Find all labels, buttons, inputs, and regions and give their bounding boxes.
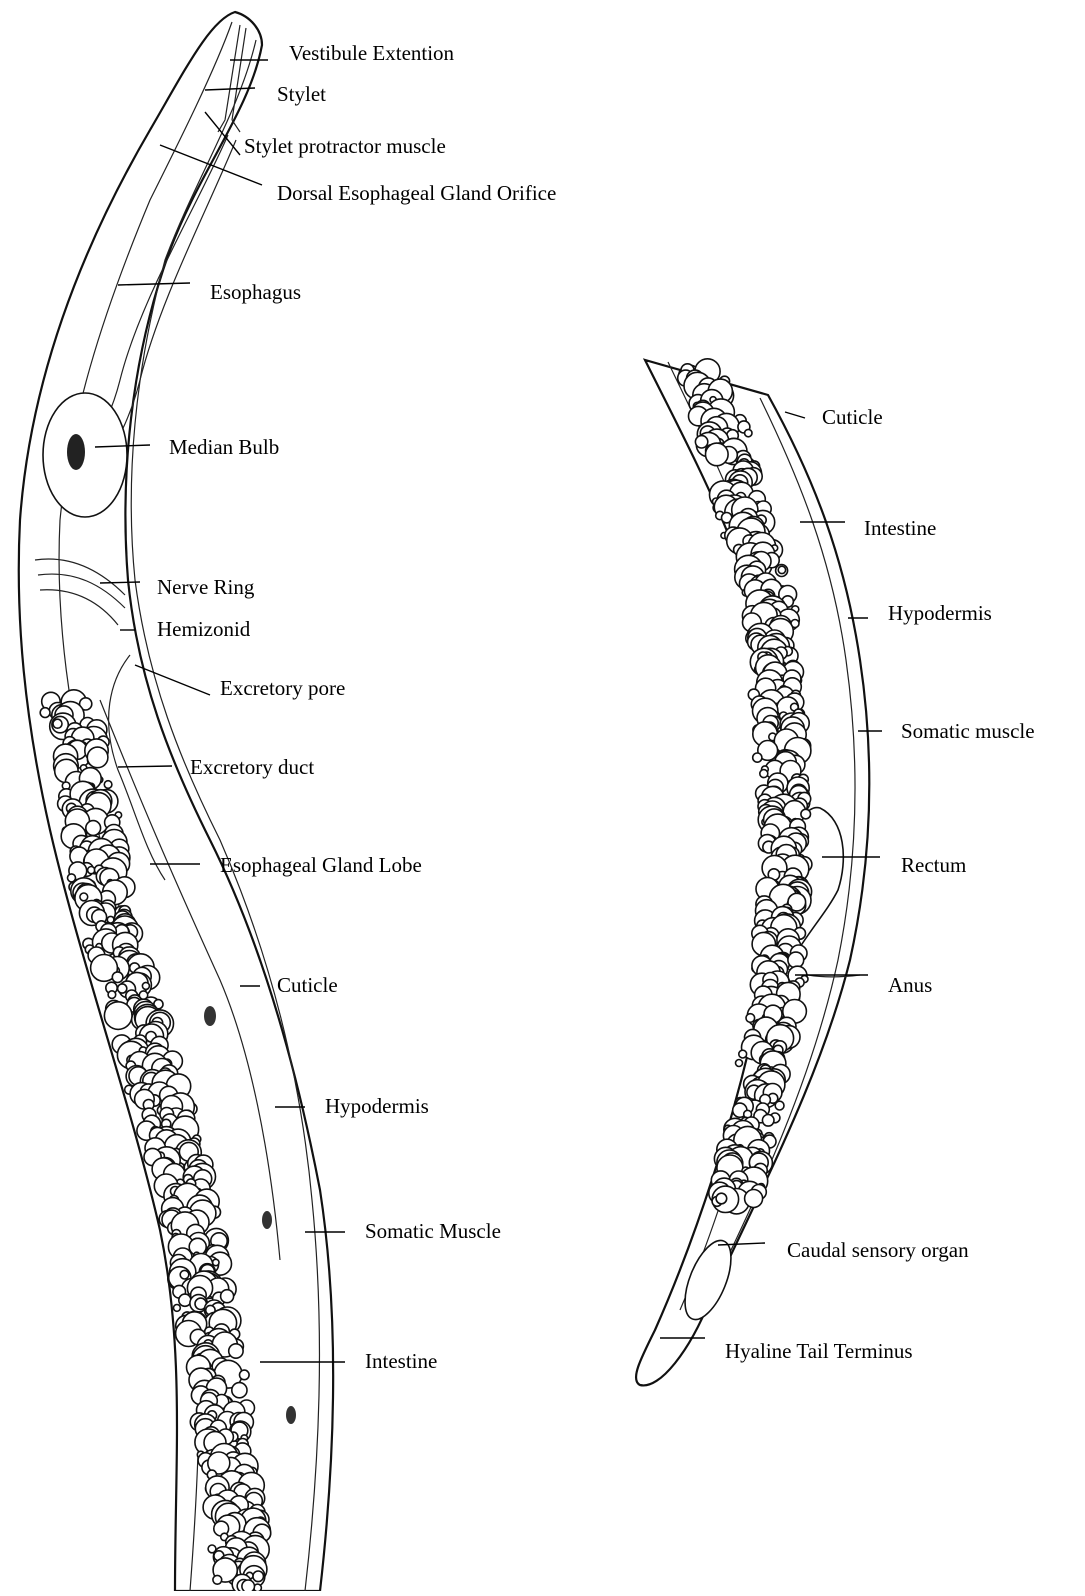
median-bulb-valve — [67, 434, 85, 470]
label-cuticle-anterior: Cuticle — [277, 973, 338, 997]
intestine-granule — [86, 821, 101, 836]
label-excretory-pore: Excretory pore — [220, 676, 345, 700]
intestine-granule — [788, 952, 804, 968]
intestine-granule — [68, 874, 76, 882]
intestine-granule — [745, 429, 752, 436]
intestine-granule — [240, 1370, 250, 1380]
intestine-granule — [775, 1101, 784, 1110]
nerve-ring-shape — [35, 559, 125, 625]
intestine-granule — [213, 1575, 222, 1584]
intestine-granule — [80, 893, 88, 901]
caudal-sensory-organ-shape — [676, 1234, 741, 1325]
label-anus: Anus — [888, 973, 932, 997]
label-cuticle-posterior: Cuticle — [822, 405, 883, 429]
intestine-granule — [745, 1190, 763, 1208]
label-median-bulb: Median Bulb — [169, 435, 279, 459]
intestine-granule — [801, 809, 811, 819]
label-stylet-protractor-muscle: Stylet protractor muscle — [244, 134, 446, 158]
median-bulb-shape — [43, 393, 127, 517]
intestine-granule — [760, 770, 768, 778]
label-esophagus: Esophagus — [210, 280, 301, 304]
intestine-granule — [180, 1270, 189, 1279]
anterior-intestine-cells — [40, 690, 270, 1591]
label-hypodermis-anterior: Hypodermis — [325, 1094, 429, 1118]
label-somatic-muscle-anterior: Somatic Muscle — [365, 1219, 501, 1243]
intestine-granule — [229, 1344, 243, 1358]
intestine-granule — [104, 1002, 132, 1030]
leader-esophagus — [118, 283, 190, 285]
intestine-granule — [716, 1193, 727, 1204]
label-rectum: Rectum — [901, 853, 966, 877]
intestine-granule — [112, 972, 123, 983]
anterior-inner-wall-2 — [131, 40, 319, 1591]
label-nerve-ring: Nerve Ring — [157, 575, 255, 599]
intestine-granule — [40, 708, 50, 718]
intestine-granule — [118, 984, 127, 993]
intestine-granule — [242, 1580, 255, 1591]
label-intestine-posterior: Intestine — [864, 516, 936, 540]
label-dorsal-esophageal-gland-orifice: Dorsal Esophageal Gland Orifice — [277, 181, 556, 205]
anterior-body — [19, 12, 333, 1591]
intestine-granule — [739, 1050, 747, 1058]
intestine-granule — [104, 781, 112, 789]
label-hyaline-tail-terminus: Hyaline Tail Terminus — [725, 1339, 913, 1363]
posterior-labels: Cuticle Intestine Hypodermis Somatic mus… — [660, 405, 1035, 1363]
intestine-granule — [778, 566, 785, 573]
intestine-granule — [695, 436, 707, 448]
intestine-granule — [174, 1305, 181, 1312]
intestine-granule — [232, 1383, 247, 1398]
intestine-granule — [746, 1014, 755, 1023]
label-hypodermis-posterior: Hypodermis — [888, 601, 992, 625]
label-caudal-sensory-organ: Caudal sensory organ — [787, 1238, 969, 1262]
label-hemizonid: Hemizonid — [157, 617, 251, 641]
label-intestine-anterior: Intestine — [365, 1349, 437, 1373]
label-excretory-duct: Excretory duct — [190, 755, 314, 779]
intestine-granule — [179, 1294, 191, 1306]
intestine-granule — [762, 1115, 774, 1127]
leader-excretory-duct — [118, 766, 172, 767]
leader-nerve-ring — [100, 582, 140, 583]
intestine-granule — [753, 753, 762, 762]
intestine-granule — [142, 982, 149, 989]
intestine-granule — [87, 747, 108, 768]
intestine-granule — [221, 1290, 234, 1303]
label-esophageal-gland-lobe: Esophageal Gland Lobe — [220, 853, 422, 877]
intestine-granule — [253, 1571, 264, 1582]
posterior-body — [636, 359, 869, 1386]
intestine-granule — [736, 1060, 743, 1067]
posterior-intestine-cells — [678, 359, 812, 1214]
intestine-granule — [706, 443, 729, 466]
intestine-granule — [53, 719, 62, 728]
label-somatic-muscle-posterior: Somatic muscle — [901, 719, 1035, 743]
label-vestibule-extention: Vestibule Extention — [289, 41, 455, 65]
leader-cuticle-p — [785, 412, 805, 418]
intestine-granule — [108, 991, 116, 999]
stylet-shape — [218, 25, 246, 132]
label-stylet: Stylet — [277, 82, 326, 106]
